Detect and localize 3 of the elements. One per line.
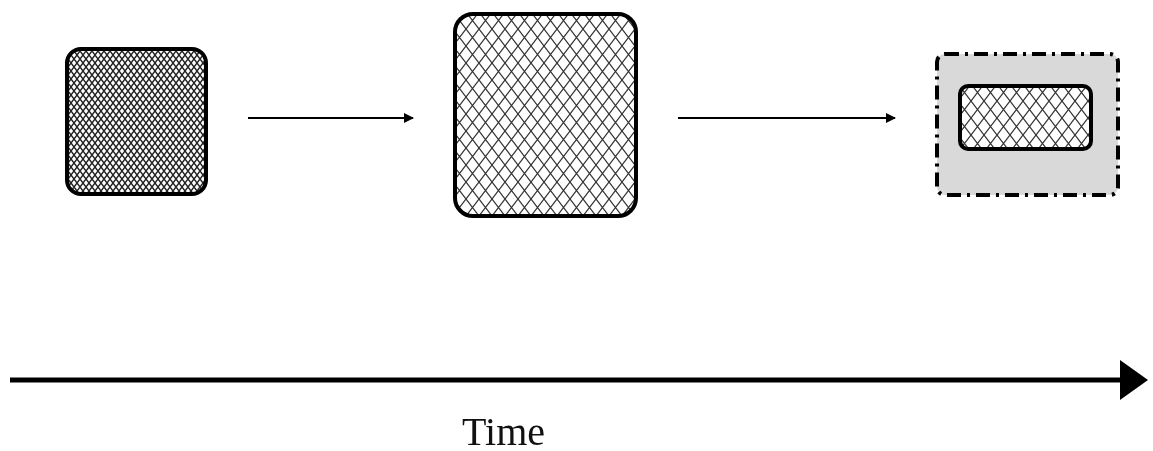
axis-label: Time (462, 408, 545, 451)
arrow (677, 113, 896, 123)
arrow (247, 113, 414, 123)
